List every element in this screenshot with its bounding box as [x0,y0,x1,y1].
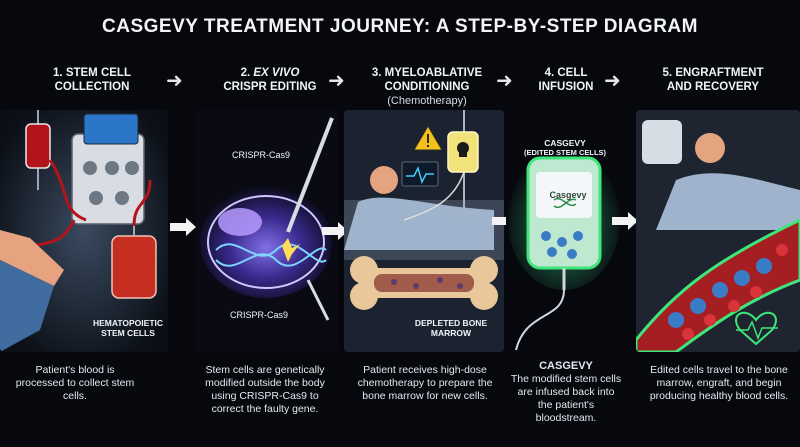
arrow-right-icon [612,212,638,230]
casgevy-bag-subtitle: (EDITED STEM CELLS) [523,148,607,157]
step-3-number: 3. [371,67,382,79]
micropipette-icon [286,117,334,233]
arrow-right-icon: ➜ [604,70,621,92]
step-2-number: 2. [240,67,251,79]
step-2-title-line2: CRISPR EDITING [223,81,317,93]
step-4-description: The modified stem cells are infused back… [510,373,622,424]
crispr-illustration [196,110,338,352]
step-4-description-block: CASGEVY The modified stem cells are infu… [510,360,622,425]
arrow-right-icon: ➜ [328,70,345,92]
step-1-description: Patient's blood is processed to collect … [15,364,135,402]
step-2-title-line1: EX VIVO [253,67,300,79]
skull-icon [457,142,469,157]
arrow-right-icon: ➜ [496,70,513,92]
step-3-header: 3. MYELOABLATIVE CONDITIONING (Chemother… [352,66,502,108]
casgevy-brand-label: Casgevy [549,190,587,200]
step-5-header: 5. ENGRAFTMENT AND RECOVERY [638,66,788,94]
depleted-marrow-label: DEPLETED BONE MARROW [414,318,488,338]
infusion-illustration [506,110,624,352]
step-4-number: 4. [544,67,555,79]
panel-cell-infusion: CASGEVY (EDITED STEM CELLS) Casgevy [506,110,624,352]
step-5-title-line2: AND RECOVERY [666,81,760,93]
step-5-description: Edited cells travel to the bone marrow, … [649,364,789,402]
diagram-title: CASGEVY TREATMENT JOURNEY: A STEP-BY-STE… [102,16,698,37]
step-4-title-line1: CELL [557,67,588,79]
crispr-label-top: CRISPR-Cas9 [231,150,290,160]
heartbeat-icon [735,311,778,346]
warning-icon [413,125,443,151]
step-3-subtitle: (Chemotherapy) [387,95,467,107]
step-2-description: Stem cells are genetically modified outs… [205,364,325,415]
step-5-title-line1: ENGRAFTMENT [675,67,764,79]
panel-conditioning: DEPLETED BONE MARROW [344,110,504,352]
panel-stem-cell-collection: HEMATOPOIETIC STEM CELLS [0,110,168,352]
step-1-number: 1. [53,67,63,79]
panel-crispr-editing: CRISPR-Cas9 CRISPR-Cas9 [196,110,338,352]
apheresis-machine-icon [71,133,145,225]
stem-cell-bag-label: HEMATOPOIETIC STEM CELLS [92,318,164,338]
bone-icon [350,256,498,310]
step-1-header: 1. STEM CELL COLLECTION [22,66,162,94]
step-4-header: 4. CELL INFUSION [506,66,626,94]
stem-cell-bag-icon [111,235,157,299]
dna-icon [553,197,577,209]
step-3-title-line2: CONDITIONING [384,81,470,93]
step-2-header: 2. EX VIVO CRISPR EDITING [200,66,340,94]
blood-bag-icon [25,123,51,169]
casgevy-bag-title: CASGEVY [544,138,586,148]
step-1-title-line2: COLLECTION [54,81,130,93]
crispr-label-bottom: CRISPR-Cas9 [229,310,288,320]
dna-icon [215,243,327,267]
step-3-description: Patient receives high-dose chemotherapy … [357,364,493,402]
arrow-right-icon [170,218,196,236]
step-4-description-title: CASGEVY [539,360,593,372]
step-4-title-line2: INFUSION [538,81,594,93]
panel-engraftment [636,110,800,352]
step-1-title-line1: STEM CELL [65,67,131,79]
step-5-number: 5. [662,67,673,79]
apheresis-illustration [0,110,168,352]
petri-dish-icon [207,195,325,289]
chemotherapy-illustration [344,110,504,352]
step-3-title-line1: MYELOABLATIVE [384,67,483,79]
arrow-right-icon [322,222,348,240]
engraftment-illustration [636,110,800,352]
arrow-right-icon: ➜ [166,70,183,92]
